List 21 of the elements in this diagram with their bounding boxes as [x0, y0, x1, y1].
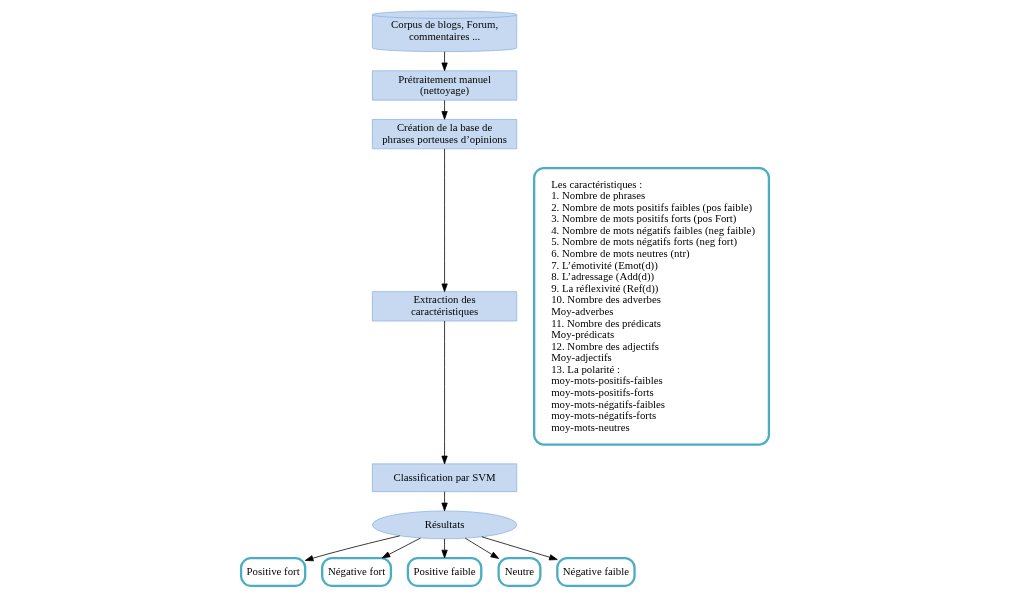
node-box: Négative fort: [321, 556, 393, 588]
node-box: Classification par SVM: [372, 463, 518, 493]
arrow: [441, 148, 448, 292]
arrow: [441, 491, 448, 512]
node-box: Positive fort: [239, 556, 307, 588]
node-box: Création de la base de phrases porteuses d’opinions: [372, 119, 518, 150]
arrow: [381, 537, 421, 559]
arrow: [304, 535, 401, 562]
arrow: [481, 536, 558, 561]
arrow: [441, 99, 448, 120]
node-box: Extraction des caractéristiques: [372, 291, 518, 322]
node-box: Prétraitement manuel (nettoyage): [372, 70, 518, 101]
node-box: Positive faible: [406, 556, 483, 588]
arrow: [441, 51, 448, 72]
node-box: Négative faible: [556, 556, 636, 588]
arrow: [441, 320, 448, 465]
arrow: [441, 538, 448, 559]
node-ellipse: Résultats: [372, 510, 518, 540]
node-box: Les caractéristiques : 1. Nombre de phrases 2. Nombre de mots positifs faibles (pos faible) 3. Nombre de mots positifs forts (pos Fort) 4. Nombre de mots négatifs faibles (neg faible) 5. Nombre de mots négatifs forts (neg fort) 6. Nombre de mots neutres (ntr) 7. L’émotivité (Emot(d)) 8. L’adressage (Add(d)) 9. La réflexivité (Ref(d)) 10. Nombre des adverbes Moy-adverbes 11. Nombre des prédicats Moy-prédicats 12. Nombre des adjectifs Moy-adjectifs 13. La polarité : moy-mots-positifs-faibles moy-mots-positifs-forts moy-mots-négatifs-faibles moy-mots-négatifs-forts moy-mots-neutres: [533, 166, 771, 446]
node-box: Neutre: [497, 556, 542, 588]
arrow: [464, 537, 499, 559]
